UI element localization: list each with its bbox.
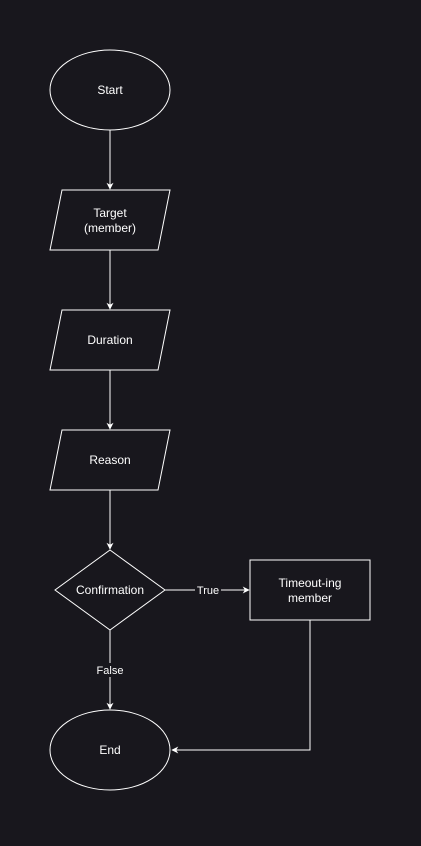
target-input-node: Target (member) <box>49 189 171 251</box>
confirmation-label: Confirmation <box>76 583 144 597</box>
confirmation-diamond <box>54 549 166 631</box>
start-node: Start <box>49 49 171 131</box>
edge-labels: True False <box>94 583 221 677</box>
reason-label: Reason <box>89 453 130 467</box>
end-node: End <box>49 709 171 791</box>
confirmation-decision-node: Confirmation <box>54 549 166 631</box>
edge-timeout-to-end <box>171 620 311 754</box>
false-label-background <box>94 663 126 677</box>
end-label: End <box>99 743 120 757</box>
timeout-label-line-1: Timeout-ing <box>279 576 342 590</box>
target-label-line-1: Target <box>93 206 127 220</box>
reason-input-node: Reason <box>49 429 171 491</box>
start-ellipse <box>49 49 171 131</box>
target-label-line-2: (member) <box>84 221 136 235</box>
end-ellipse <box>49 709 171 791</box>
duration-parallelogram <box>49 309 171 371</box>
duration-label: Duration <box>87 333 132 347</box>
reason-parallelogram <box>49 429 171 491</box>
true-edge-label: True <box>197 585 219 597</box>
timeout-label-line-2: member <box>288 591 332 605</box>
duration-input-node: Duration <box>49 309 171 371</box>
start-label: Start <box>97 83 123 97</box>
target-parallelogram <box>49 189 171 251</box>
false-edge-label: False <box>97 665 124 677</box>
timeout-process-node: Timeout-ing member <box>249 559 371 621</box>
true-label-background <box>195 583 221 597</box>
timeout-rectangle <box>249 559 371 621</box>
